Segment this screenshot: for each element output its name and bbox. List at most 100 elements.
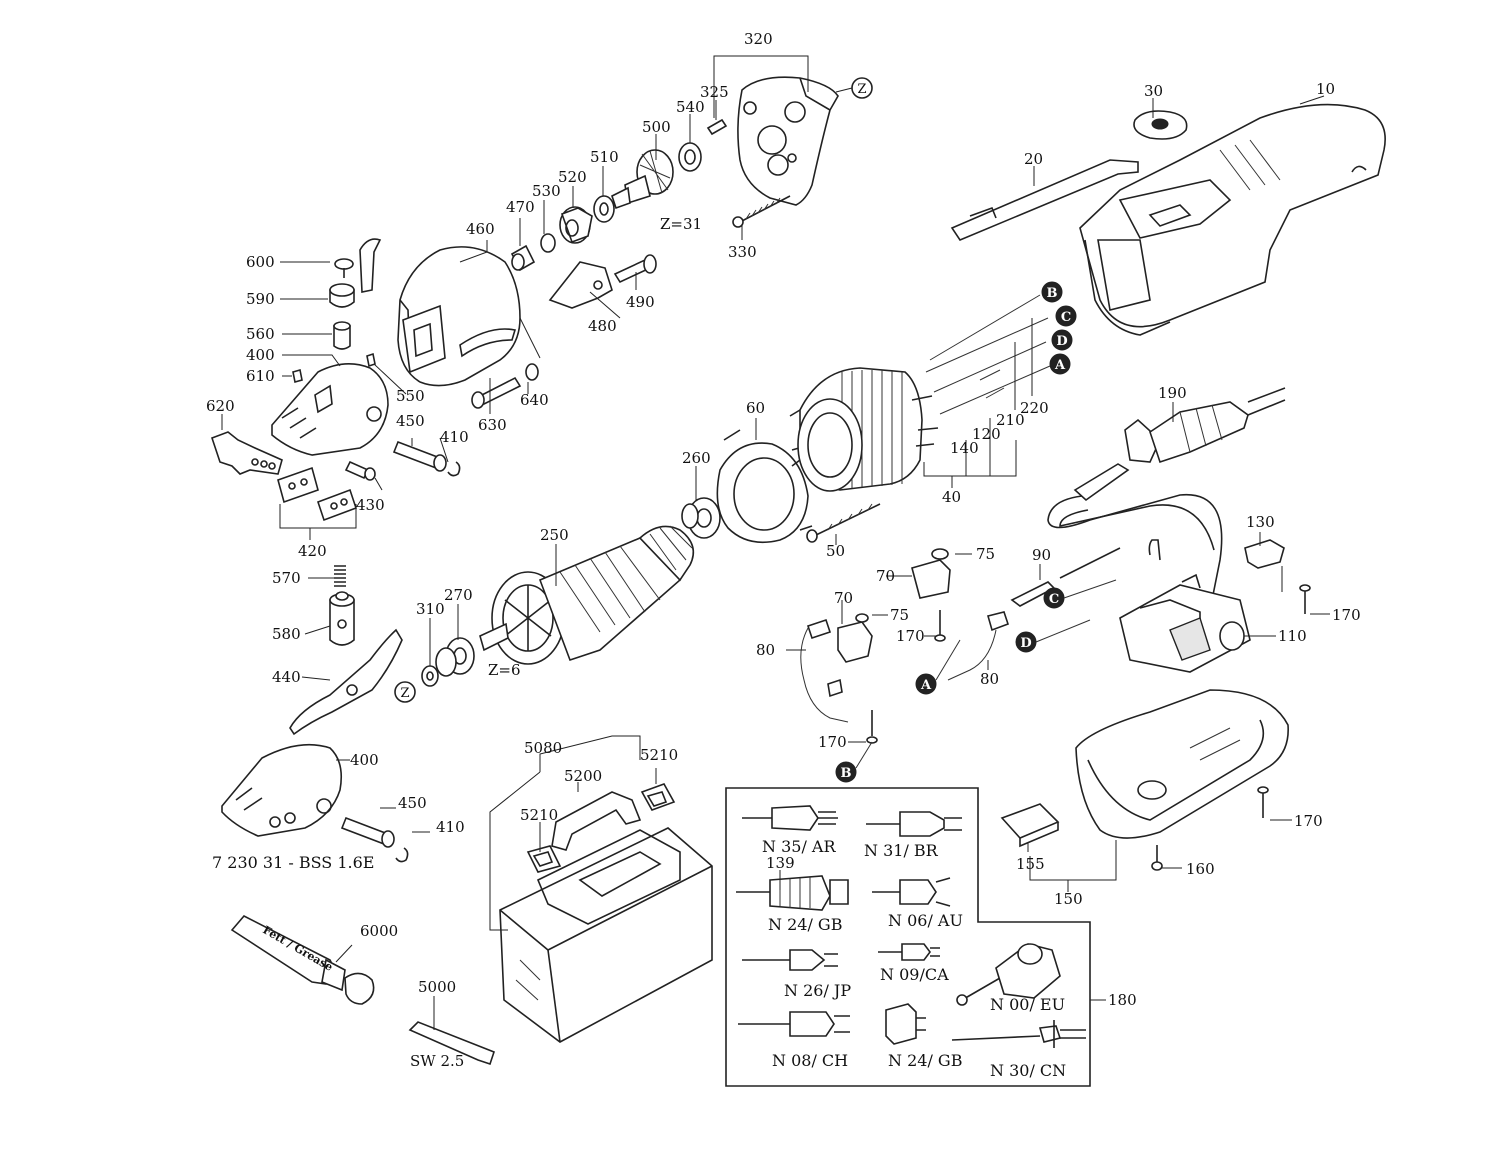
label-510: 510 [590, 148, 619, 166]
marker-d-top: D [1051, 329, 1073, 351]
label-325: 325 [700, 83, 729, 101]
marker-a-mid: A [915, 673, 937, 695]
label-70b: 70 [834, 589, 853, 607]
bearing-520 [559, 206, 593, 244]
grease-tube-6000 [230, 915, 375, 1005]
label-90: 90 [1032, 546, 1051, 564]
label-110: 110 [1278, 627, 1307, 645]
label-410: 410 [440, 428, 469, 446]
label-5210b: 5210 [640, 746, 678, 764]
connector-130 [1244, 539, 1285, 569]
sleeve-580 [329, 591, 355, 646]
label-190: 190 [1158, 384, 1187, 402]
plug-n24b [885, 1003, 926, 1045]
pin-325 [706, 118, 728, 136]
stator-40 [789, 367, 939, 492]
label-460: 460 [466, 220, 495, 238]
label-n24a: N 24/ GB [768, 915, 842, 934]
label-n09: N 09/CA [880, 965, 949, 984]
plug-n06 [872, 877, 951, 907]
label-variant: 7 230 31 - BSS 1.6E [212, 853, 374, 872]
label-520: 520 [558, 168, 587, 186]
label-500: 500 [642, 118, 671, 136]
label-450b: 450 [398, 794, 427, 812]
washer-310 [421, 665, 439, 687]
label-330: 330 [728, 243, 757, 261]
washer-530 [540, 233, 556, 253]
label-270: 270 [444, 586, 473, 604]
marker-b-top: B [1041, 281, 1063, 303]
bearing-260 [681, 497, 721, 539]
latch-5210b [640, 783, 676, 811]
marker-a-top-label: A [1054, 358, 1066, 373]
marker-b-top-label: B [1047, 286, 1058, 301]
washer-640 [525, 363, 539, 381]
label-430: 430 [356, 496, 385, 514]
label-620: 620 [206, 397, 235, 415]
label-560: 560 [246, 325, 275, 343]
label-sw: SW 2.5 [410, 1052, 464, 1070]
screw-170a [934, 610, 946, 642]
label-480: 480 [588, 317, 617, 335]
label-5210a: 5210 [520, 806, 558, 824]
screw-50 [806, 503, 881, 543]
marker-d-mid-label: D [1020, 636, 1031, 651]
label-540: 540 [676, 98, 705, 116]
plug-n35 [742, 805, 838, 831]
bearing-270 [435, 637, 475, 677]
label-310: 310 [416, 600, 445, 618]
label-400b: 400 [350, 751, 379, 769]
label-130: 130 [1246, 513, 1275, 531]
washer-510 [593, 195, 615, 223]
blade-440 [289, 628, 403, 736]
label-n24b: N 24/ GB [888, 1051, 962, 1070]
label-170c: 170 [1332, 606, 1361, 624]
marker-leads [855, 579, 1117, 769]
label-5000: 5000 [418, 978, 456, 996]
plug-n31 [866, 811, 962, 837]
marker-c-top-label: C [1061, 310, 1071, 325]
latch-5210a [526, 845, 562, 873]
label-600: 600 [246, 253, 275, 271]
label-450: 450 [396, 412, 425, 430]
label-440: 440 [272, 668, 301, 686]
hex-key-5000 [408, 1021, 495, 1066]
label-n08: N 08/ CH [772, 1051, 848, 1070]
screw-600 [334, 258, 354, 278]
cable-leads [1047, 463, 1223, 601]
marker-c-top: C [1055, 305, 1077, 327]
marker-a-mid-label: A [920, 678, 932, 693]
marker-b-mid: B [835, 761, 857, 783]
gear-cover-320 [737, 76, 839, 206]
switch-70a [911, 548, 951, 599]
marker-c-mid-label: C [1049, 592, 1059, 607]
label-5080: 5080 [524, 739, 562, 757]
label-75b: 75 [890, 606, 909, 624]
label-180: 180 [1108, 991, 1137, 1009]
bearing-540 [678, 142, 702, 172]
plug-n24a [736, 875, 849, 911]
motor-housing-10 [1079, 103, 1386, 336]
switch-70b [837, 613, 873, 663]
plugs-box [725, 787, 1091, 1087]
label-260: 260 [682, 449, 711, 467]
label-640: 640 [520, 391, 549, 409]
label-n35: N 35/ AR [762, 837, 836, 856]
label-6000: 6000 [360, 922, 398, 940]
label-590: 590 [246, 290, 275, 308]
screw-450-variant [340, 816, 395, 848]
label-75a: 75 [976, 545, 995, 563]
label-400: 400 [246, 346, 275, 364]
screw-630 [471, 376, 522, 409]
label-139: 139 [766, 854, 795, 872]
marker-z-top-label: Z [857, 82, 866, 97]
label-n06: N 06/ AU [888, 911, 963, 930]
pin-610 [292, 368, 303, 384]
marker-z-bottom: Z [394, 681, 416, 703]
label-210: 210 [996, 411, 1025, 429]
label-570: 570 [272, 569, 301, 587]
screw-450 [392, 440, 447, 472]
label-120: 120 [972, 425, 1001, 443]
